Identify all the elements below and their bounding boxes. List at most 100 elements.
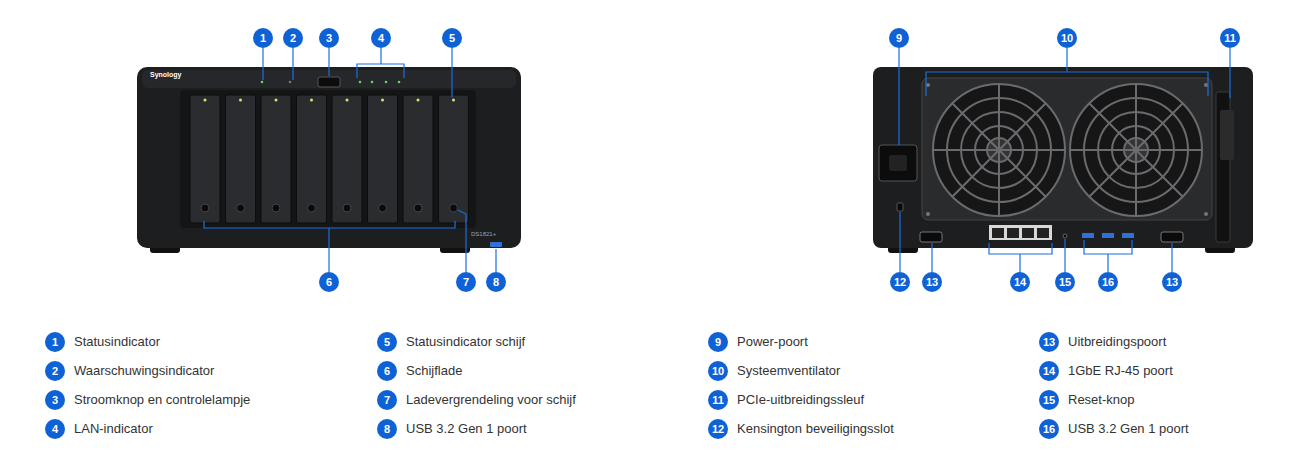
back-nas: [873, 67, 1253, 253]
fans: [933, 84, 1202, 216]
callout-number: 5: [377, 332, 397, 352]
part-name: Ladevergrendeling voor schijf: [406, 392, 576, 408]
led: [310, 99, 313, 102]
tray: [368, 95, 398, 223]
expansion-port: [1161, 232, 1183, 242]
leader-line: [1171, 243, 1172, 272]
callout-number: 2: [283, 28, 303, 48]
housing: [137, 67, 521, 248]
reset-button: [1063, 234, 1067, 238]
part-name: USB 3.2 Gen 1 poort: [406, 421, 527, 437]
usb-port: [1082, 233, 1094, 238]
callout-number: 14: [1010, 272, 1030, 292]
part-name: Uitbreidingspoort: [1068, 334, 1166, 350]
leader-line: [292, 48, 293, 80]
led: [381, 99, 384, 102]
led: [204, 99, 207, 102]
tray: [439, 95, 469, 223]
callout-number: 15: [1055, 272, 1075, 292]
callout-number: 11: [708, 390, 728, 410]
leader-line: [899, 212, 900, 272]
callout-number: 1: [45, 332, 65, 352]
callout-number: 13: [1162, 272, 1182, 292]
power-socket: [879, 145, 917, 181]
rj45-port: [992, 228, 1004, 238]
leader-line: [931, 243, 932, 272]
led: [239, 99, 242, 102]
tray: [332, 95, 362, 223]
part-name: USB 3.2 Gen 1 poort: [1068, 421, 1189, 437]
part-name: Statusindicator schijf: [406, 334, 525, 350]
leader-bracket: [989, 243, 1052, 272]
usb-port: [490, 242, 502, 247]
rj45-port: [1037, 228, 1049, 238]
part-name: Schijflade: [406, 363, 462, 379]
led: [371, 81, 374, 84]
fan: [933, 84, 1065, 216]
front-nas: [137, 67, 521, 253]
callout-number: 1: [253, 28, 273, 48]
led: [417, 99, 420, 102]
part-name: LAN-indicator: [74, 421, 153, 437]
fan-panel: [922, 78, 1212, 220]
drive-trays: [190, 95, 469, 223]
callout-number: 8: [486, 272, 506, 292]
device-print: Synology: [150, 71, 182, 78]
callout-number: 9: [889, 28, 909, 48]
power-button: [318, 77, 340, 87]
leader-bracket: [926, 48, 1208, 96]
led: [289, 81, 292, 84]
fan-grill: [1070, 84, 1202, 216]
tray: [190, 95, 220, 223]
rj45-port: [1022, 228, 1034, 238]
leader-bracket: [204, 221, 455, 272]
tray: [226, 95, 256, 223]
fan-grill: [933, 84, 1065, 216]
fan: [1070, 84, 1202, 216]
latch: [237, 204, 245, 212]
callout-number: 3: [45, 390, 65, 410]
tray: [261, 95, 291, 223]
latch: [379, 204, 387, 212]
leader-line: [328, 48, 329, 76]
tray: [403, 95, 433, 223]
usb-ports: [1082, 233, 1134, 238]
callout-number: 11: [1220, 28, 1240, 48]
pcie-bracket: [1220, 110, 1234, 160]
callout-number: 16: [1098, 272, 1118, 292]
leader-line: [451, 48, 452, 97]
leader-line: [1229, 48, 1230, 98]
bay-frame: [180, 90, 476, 228]
part-name: 1GbE RJ-45 poort: [1068, 363, 1173, 379]
callout-number: 13: [1039, 332, 1059, 352]
callout-number: 9: [708, 332, 728, 352]
callout-number: 12: [708, 419, 728, 439]
part-name: PCIe-uitbreidingssleuf: [737, 392, 864, 408]
tray: [297, 95, 327, 223]
callout-number: 4: [371, 28, 391, 48]
leader-line: [1064, 239, 1065, 272]
tray-leds: [204, 99, 456, 102]
callout-number: 6: [377, 361, 397, 381]
callout-number: 6: [319, 272, 339, 292]
kensington-slot: [897, 203, 903, 211]
leader-line: [898, 48, 899, 145]
latch: [201, 204, 209, 212]
usb-port: [1122, 233, 1134, 238]
screws: [926, 83, 1208, 216]
latch: [414, 204, 422, 212]
led: [359, 81, 362, 84]
part-name: Waarschuwingsindicator: [74, 363, 214, 379]
device-print: DS1821+: [471, 231, 496, 237]
callout-number: 8: [377, 419, 397, 439]
rj45-port: [1007, 228, 1019, 238]
callout-number: 7: [456, 272, 476, 292]
led: [452, 99, 455, 102]
screw: [1204, 212, 1208, 216]
callout-number: 12: [890, 272, 910, 292]
callout-number: 5: [442, 28, 462, 48]
callout-number: 10: [1057, 28, 1077, 48]
housing: [873, 67, 1253, 248]
leader-bracket: [1084, 240, 1132, 272]
